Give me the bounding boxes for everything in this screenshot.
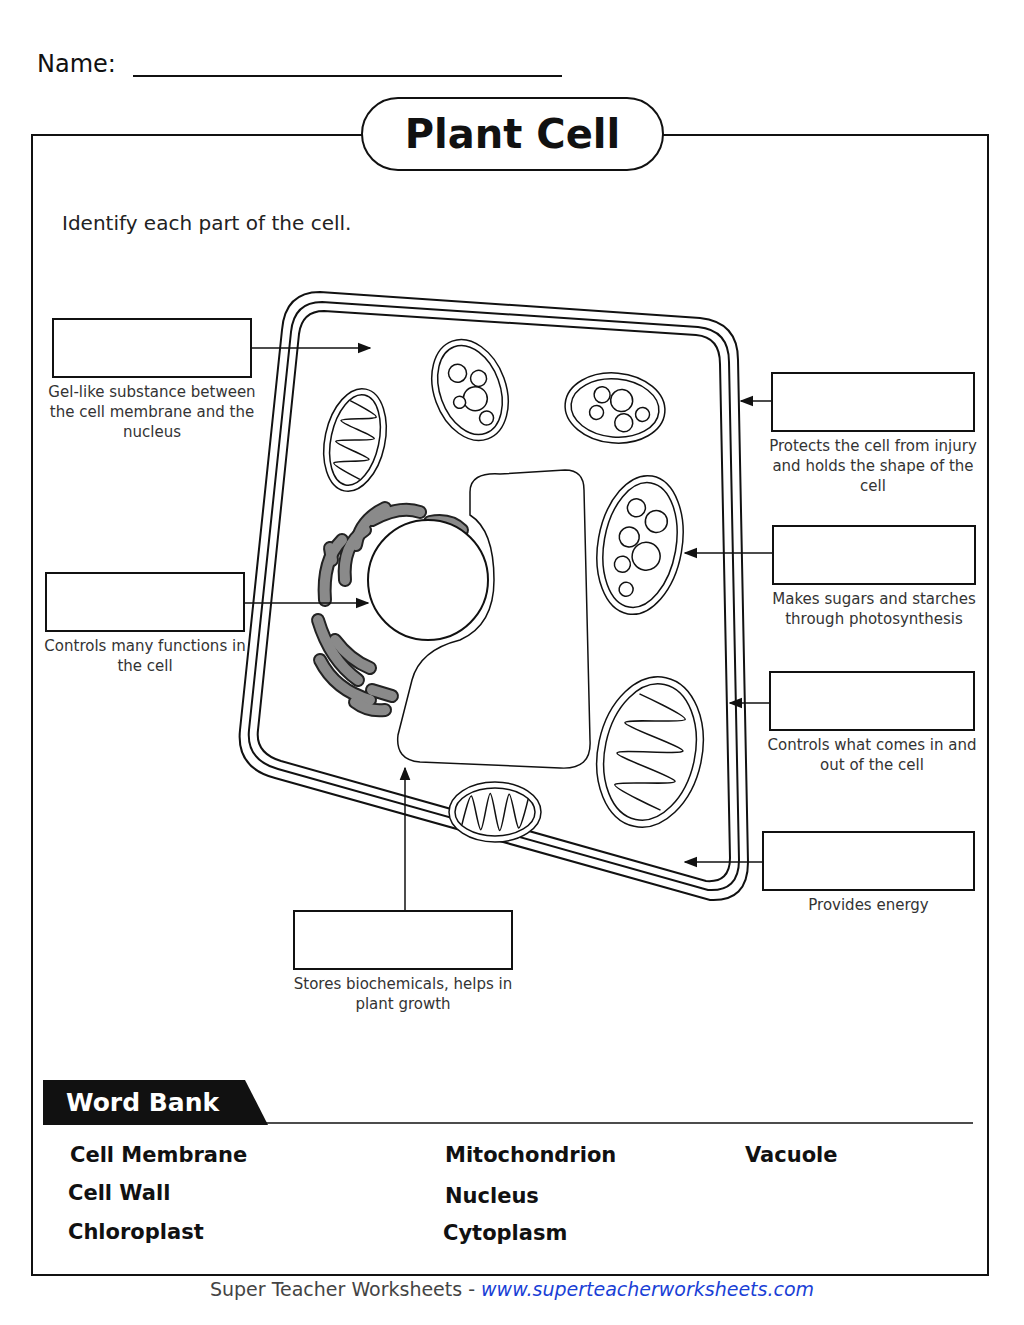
word-bank-rule bbox=[265, 1122, 973, 1124]
answer-blank bbox=[762, 831, 975, 891]
answer-blank bbox=[771, 372, 975, 432]
name-line bbox=[133, 75, 562, 77]
part-description: Stores biochemicals, helps in plant grow… bbox=[281, 974, 525, 1014]
answer-blank bbox=[293, 910, 513, 970]
word-bank-term: Cytoplasm bbox=[443, 1221, 567, 1245]
chloroplasts bbox=[418, 329, 693, 621]
part-description: Makes sugars and starches through photos… bbox=[760, 589, 988, 629]
part-description: Controls what comes in and out of the ce… bbox=[757, 735, 987, 775]
title-pill bbox=[362, 98, 663, 170]
word-bank-term: Mitochondrion bbox=[445, 1143, 616, 1167]
cell-wall-outer bbox=[240, 292, 748, 900]
answer-box: Protects the cell from injury and holds … bbox=[771, 372, 975, 496]
footer-link: www.superteacherworksheets.com bbox=[481, 1278, 814, 1300]
answer-blank bbox=[772, 525, 976, 585]
word-bank-term: Vacuole bbox=[745, 1143, 838, 1167]
word-bank-term: Nucleus bbox=[445, 1184, 539, 1208]
word-bank-term: Chloroplast bbox=[68, 1220, 204, 1244]
answer-box: Controls what comes in and out of the ce… bbox=[769, 671, 975, 775]
nucleus bbox=[368, 520, 488, 640]
answer-box: Stores biochemicals, helps in plant grow… bbox=[293, 910, 513, 1014]
title: Plant Cell bbox=[362, 98, 663, 170]
leader-arrows bbox=[245, 348, 772, 910]
answer-blank bbox=[52, 318, 252, 378]
mitochondria bbox=[315, 383, 717, 842]
name-label: Name: bbox=[37, 50, 116, 78]
answer-box: Gel-like substance between the cell memb… bbox=[52, 318, 252, 442]
part-description: Protects the cell from injury and holds … bbox=[759, 436, 987, 496]
answer-box: Makes sugars and starches through photos… bbox=[772, 525, 976, 629]
cell-wall-inner bbox=[249, 302, 739, 890]
answer-box: Controls many functions in the cell bbox=[45, 572, 245, 676]
page-frame bbox=[32, 135, 988, 1275]
part-description: Gel-like substance between the cell memb… bbox=[40, 382, 264, 442]
word-bank-term: Cell Wall bbox=[68, 1181, 170, 1205]
part-description: Provides energy bbox=[750, 895, 987, 915]
answer-blank bbox=[769, 671, 975, 731]
answer-blank bbox=[45, 572, 245, 632]
footer: Super Teacher Worksheets - www.superteach… bbox=[0, 1278, 1024, 1300]
footer-credit: Super Teacher Worksheets - bbox=[210, 1278, 475, 1300]
answer-box: Provides energy bbox=[762, 831, 975, 915]
part-description: Controls many functions in the cell bbox=[33, 636, 257, 676]
instructions: Identify each part of the cell. bbox=[62, 211, 351, 235]
word-bank-tab bbox=[43, 1080, 268, 1125]
word-bank-heading: Word Bank bbox=[66, 1088, 219, 1117]
cell-membrane bbox=[258, 311, 730, 881]
word-bank-term: Cell Membrane bbox=[70, 1143, 247, 1167]
